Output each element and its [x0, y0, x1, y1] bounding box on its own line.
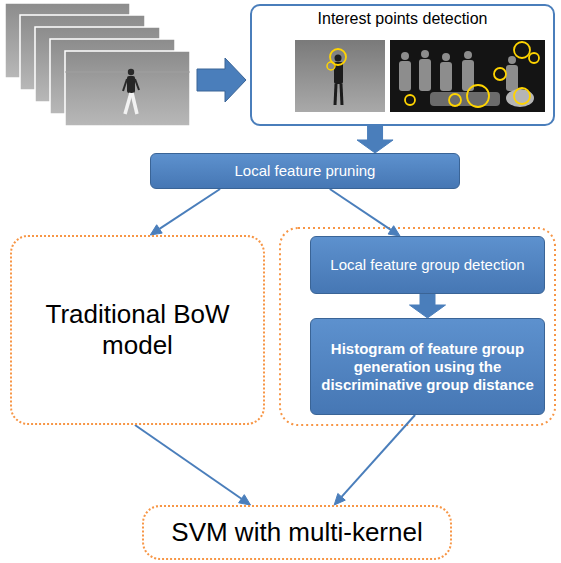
horizon-line	[65, 72, 190, 73]
flow-arrow	[357, 126, 393, 153]
node-label: Traditional BoW model	[21, 299, 254, 361]
arrow-head	[388, 226, 400, 236]
video-frame	[65, 51, 190, 126]
process-box: Local feature pruning	[150, 153, 460, 189]
node-label: Local feature group detection	[330, 256, 524, 274]
video-frames	[5, 3, 190, 126]
walking-person	[123, 69, 139, 114]
process-box: Local feature group detection	[310, 236, 545, 294]
process-box: Histogram of feature group generation us…	[310, 318, 545, 415]
group-container	[280, 228, 555, 425]
interest-point-images	[295, 40, 545, 112]
interest-point-circle	[327, 62, 335, 70]
block-arrow	[197, 58, 246, 102]
block-arrow-shaft	[367, 126, 383, 140]
arrow-head	[334, 493, 345, 505]
method-box: Traditional BoW model	[10, 235, 265, 425]
detection-box: Interest points detection	[250, 4, 555, 126]
arrow-head	[357, 140, 393, 153]
classifier-box: SVM with multi-kernel	[142, 505, 452, 560]
arrow-head	[239, 495, 251, 505]
flow-arrow	[410, 294, 446, 318]
node-label: Local feature pruning	[235, 162, 376, 180]
crowd-image	[390, 40, 545, 112]
interest-point-circles	[405, 42, 539, 107]
flow-arrow	[135, 425, 251, 505]
node-label: Interest points detection	[318, 9, 488, 28]
arrow-head	[410, 305, 446, 318]
arrow-line	[342, 415, 415, 497]
flow-arrow	[150, 189, 220, 235]
arrow-head	[150, 225, 162, 235]
arrow-line	[135, 425, 242, 499]
node-label: SVM with multi-kernel	[171, 517, 422, 548]
arrow-line	[330, 189, 391, 230]
flow-arrow	[334, 415, 415, 505]
arrow-line	[159, 189, 220, 229]
block-arrow-shaft	[420, 294, 436, 305]
crowd-people	[399, 50, 534, 107]
field-image	[295, 40, 385, 112]
node-label: Histogram of feature group generation us…	[320, 340, 535, 394]
flow-arrow	[330, 189, 400, 236]
